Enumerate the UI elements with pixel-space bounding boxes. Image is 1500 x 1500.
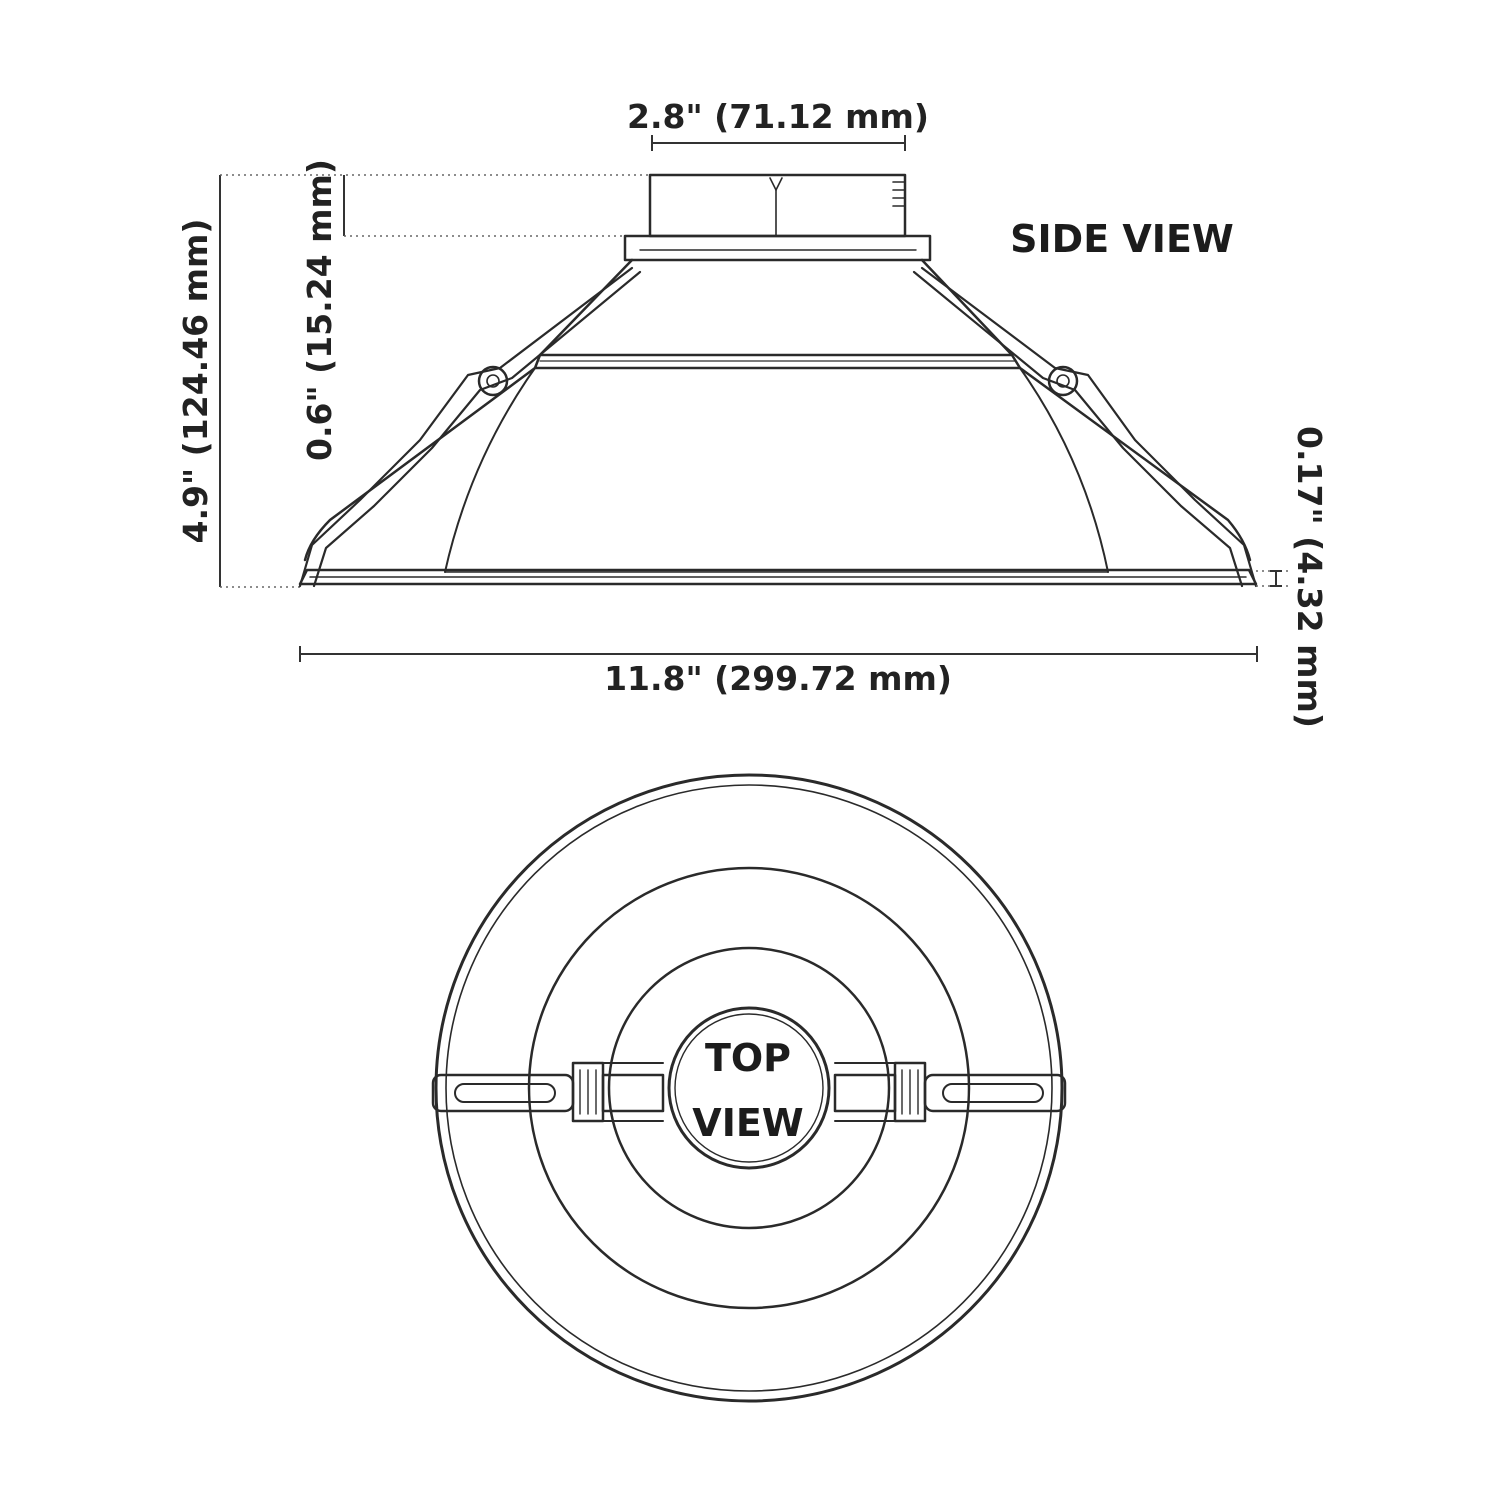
- overall-diameter-dimension: 11.8" (299.72 mm): [299, 646, 1258, 698]
- side-view-fixture: [298, 173, 1258, 588]
- side-view: 2.8" (71.12 mm) 4.9" (124.46 mm) 0.6" (1…: [176, 97, 1329, 728]
- top-view-label-line2: VIEW: [692, 1101, 803, 1145]
- trim-thickness-dimension: 0.17" (4.32 mm): [1256, 426, 1329, 728]
- top-width-dimension: 2.8" (71.12 mm): [627, 97, 929, 151]
- top-width-label: 2.8" (71.12 mm): [627, 97, 929, 136]
- trim-thickness-label: 0.17" (4.32 mm): [1290, 426, 1329, 728]
- overall-height-dimension: 4.9" (124.46 mm): [176, 174, 650, 588]
- overall-diameter-label: 11.8" (299.72 mm): [604, 659, 952, 698]
- top-view: TOP VIEW: [431, 773, 1067, 1403]
- collar-height-dimension: 0.6" (15.24 mm): [300, 159, 625, 461]
- top-view-fixture: [431, 773, 1067, 1403]
- overall-height-label: 4.9" (124.46 mm): [176, 219, 215, 544]
- side-view-label: SIDE VIEW: [1010, 217, 1234, 261]
- collar-height-label: 0.6" (15.24 mm): [300, 159, 339, 461]
- top-view-label-line1: TOP: [705, 1036, 791, 1080]
